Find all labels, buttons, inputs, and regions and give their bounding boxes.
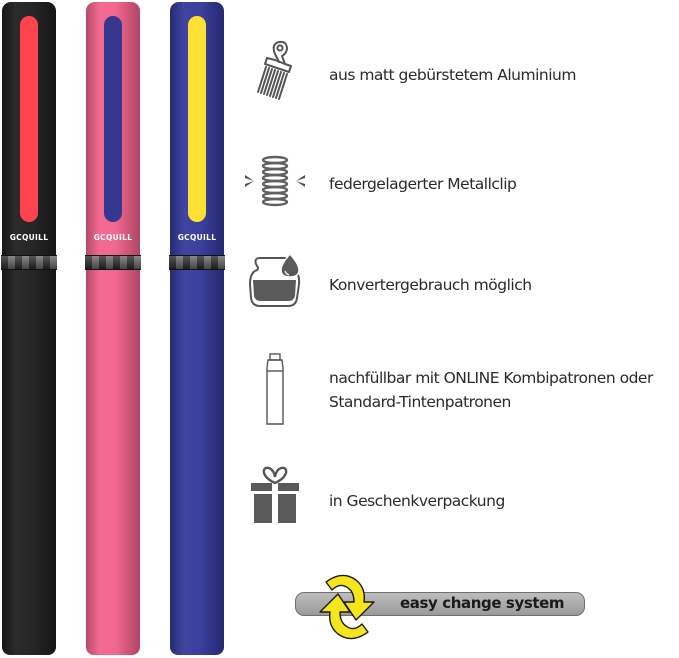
ink-bottle-icon — [240, 253, 310, 313]
black-pen: GCQUILL — [1, 2, 57, 655]
gift-icon — [240, 465, 310, 525]
feature-label-line1: nachfüllbar mit ONLINE Kombipatronen ode… — [329, 369, 653, 387]
comb-icon — [240, 40, 310, 105]
feature-aluminium: aus matt gebürstetem Aluminium — [240, 40, 679, 105]
easy-change-badge: easy change system — [290, 574, 590, 640]
feature-refill: nachfüllbar mit ONLINE Kombipatronen ode… — [240, 350, 679, 425]
rotate-arrows-icon — [319, 574, 375, 640]
feature-label: Konvertergebrauch möglich — [329, 276, 532, 294]
feature-clip: federgelagerter Metallclip — [240, 152, 679, 212]
feature-converter: Konvertergebrauch möglich — [240, 253, 679, 313]
feature-label-line2: Standard-Tintenpatronen — [329, 393, 511, 411]
feature-label: aus matt gebürstetem Aluminium — [329, 66, 576, 84]
feature-label: nachfüllbar mit ONLINE Kombipatronen ode… — [329, 366, 653, 414]
feature-label: in Geschenkverpackung — [329, 492, 505, 510]
spring-icon — [240, 152, 310, 212]
blue-pen: GCQUILL — [169, 2, 225, 655]
brand-logo: GCQUILL — [177, 233, 217, 242]
feature-label: federgelagerter Metallclip — [329, 175, 517, 193]
pen-ring — [1, 255, 57, 270]
pink-pen: GCQUILL — [85, 2, 141, 655]
pen-stripe — [20, 16, 38, 222]
pen-ring — [169, 255, 225, 270]
pen-ring — [85, 255, 141, 270]
badge-label: easy change system — [400, 594, 565, 612]
brand-logo: GCQUILL — [9, 233, 49, 242]
pen-stripe — [104, 16, 122, 222]
feature-gift: in Geschenkverpackung — [240, 465, 679, 525]
ink-cartridge-icon — [240, 350, 310, 430]
brand-logo: GCQUILL — [93, 233, 133, 242]
pen-stripe — [188, 16, 206, 222]
